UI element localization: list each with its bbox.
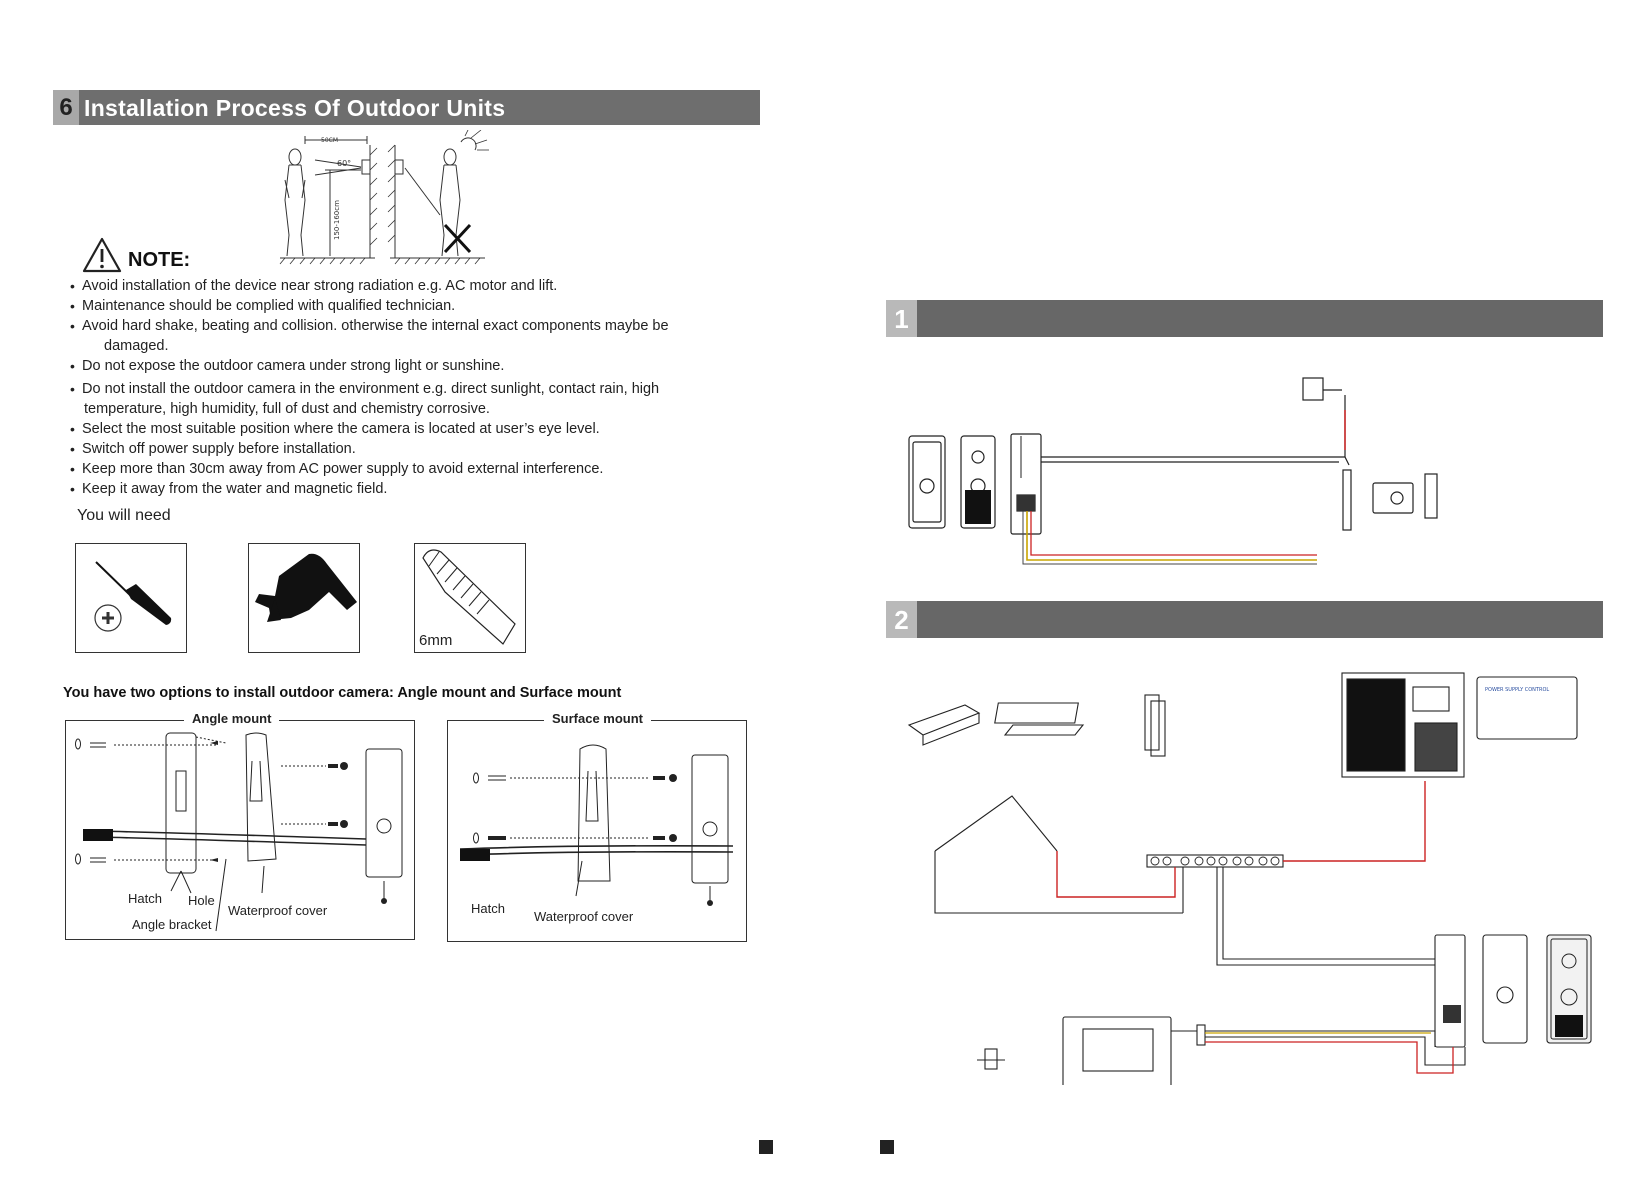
note-item: Select the most suitable position where … (70, 419, 770, 439)
hatch-label: Hatch (128, 891, 162, 906)
page-marker-right (880, 1140, 894, 1154)
note-item: Switch off power supply before installat… (70, 439, 770, 459)
hole-label: Hole (188, 893, 215, 908)
waterproof-cover-label: Waterproof cover (534, 909, 634, 924)
hatch-label: Hatch (471, 901, 505, 916)
angle-mount-panel: Angle mount (65, 711, 415, 940)
drill-bit-icon (422, 549, 516, 645)
tools-heading: You will need (77, 507, 171, 524)
power-supply-label: POWER SUPPLY CONTROL (1485, 687, 1549, 693)
note-item: Keep more than 30cm away from AC power s… (70, 459, 770, 479)
section-number: 6 (53, 90, 79, 125)
height-label: 150-160cm (333, 200, 341, 240)
step-1-wiring-diagram (908, 377, 1438, 565)
waterproof-cover-label: Waterproof cover (228, 903, 328, 918)
note-item-continued: damaged. (104, 338, 169, 354)
step-2-header: 2 (886, 601, 1603, 638)
step-1-header: 1 (886, 300, 1603, 337)
surface-mount-title: Surface mount (544, 711, 652, 726)
note-item: Do not install the outdoor camera in the… (70, 379, 770, 399)
note-title: NOTE: (128, 249, 191, 271)
note-item: Avoid hard shake, beating and collision.… (70, 316, 770, 336)
drill-icon (255, 553, 357, 622)
step-2-wiring-diagram: POWER SUPPLY CONTROL (907, 672, 1592, 1085)
section-header: 6 Installation Process Of Outdoor Units (53, 90, 760, 125)
step-number: 1 (886, 300, 917, 337)
drill-bit-box: 6mm (414, 543, 526, 653)
angle-mount-title: Angle mount (184, 711, 280, 726)
warning-icon (82, 237, 122, 273)
screwdriver-icon (94, 561, 172, 632)
drill-bit-size: 6mm (419, 632, 453, 649)
distance-label: 50CM (321, 137, 338, 144)
angle-label: 60° (337, 159, 351, 168)
note-item: Avoid installation of the device near st… (70, 276, 770, 296)
angle-mount-diagram (75, 732, 403, 932)
note-item: Do not expose the outdoor camera under s… (70, 356, 770, 376)
screwdriver-box (75, 543, 187, 653)
mount-options-heading: You have two options to install outdoor … (63, 685, 622, 701)
angle-bracket-label: Angle bracket (132, 917, 212, 932)
surface-mount-diagram (459, 744, 734, 906)
note-list: Avoid installation of the device near st… (70, 276, 770, 499)
note-item: Keep it away from the water and magnetic… (70, 479, 770, 499)
note-item: Maintenance should be complied with qual… (70, 296, 770, 316)
step-number: 2 (886, 601, 917, 638)
note-item-continued: temperature, high humidity, full of dust… (84, 401, 490, 417)
mounting-height-illustration: 50CM 60° 150-160cm (279, 130, 489, 265)
page-marker-left (759, 1140, 773, 1154)
surface-mount-panel: Surface mount Hatch Waterproof cover (447, 711, 747, 942)
section-title: Installation Process Of Outdoor Units (84, 95, 506, 121)
drill-box (248, 543, 360, 653)
